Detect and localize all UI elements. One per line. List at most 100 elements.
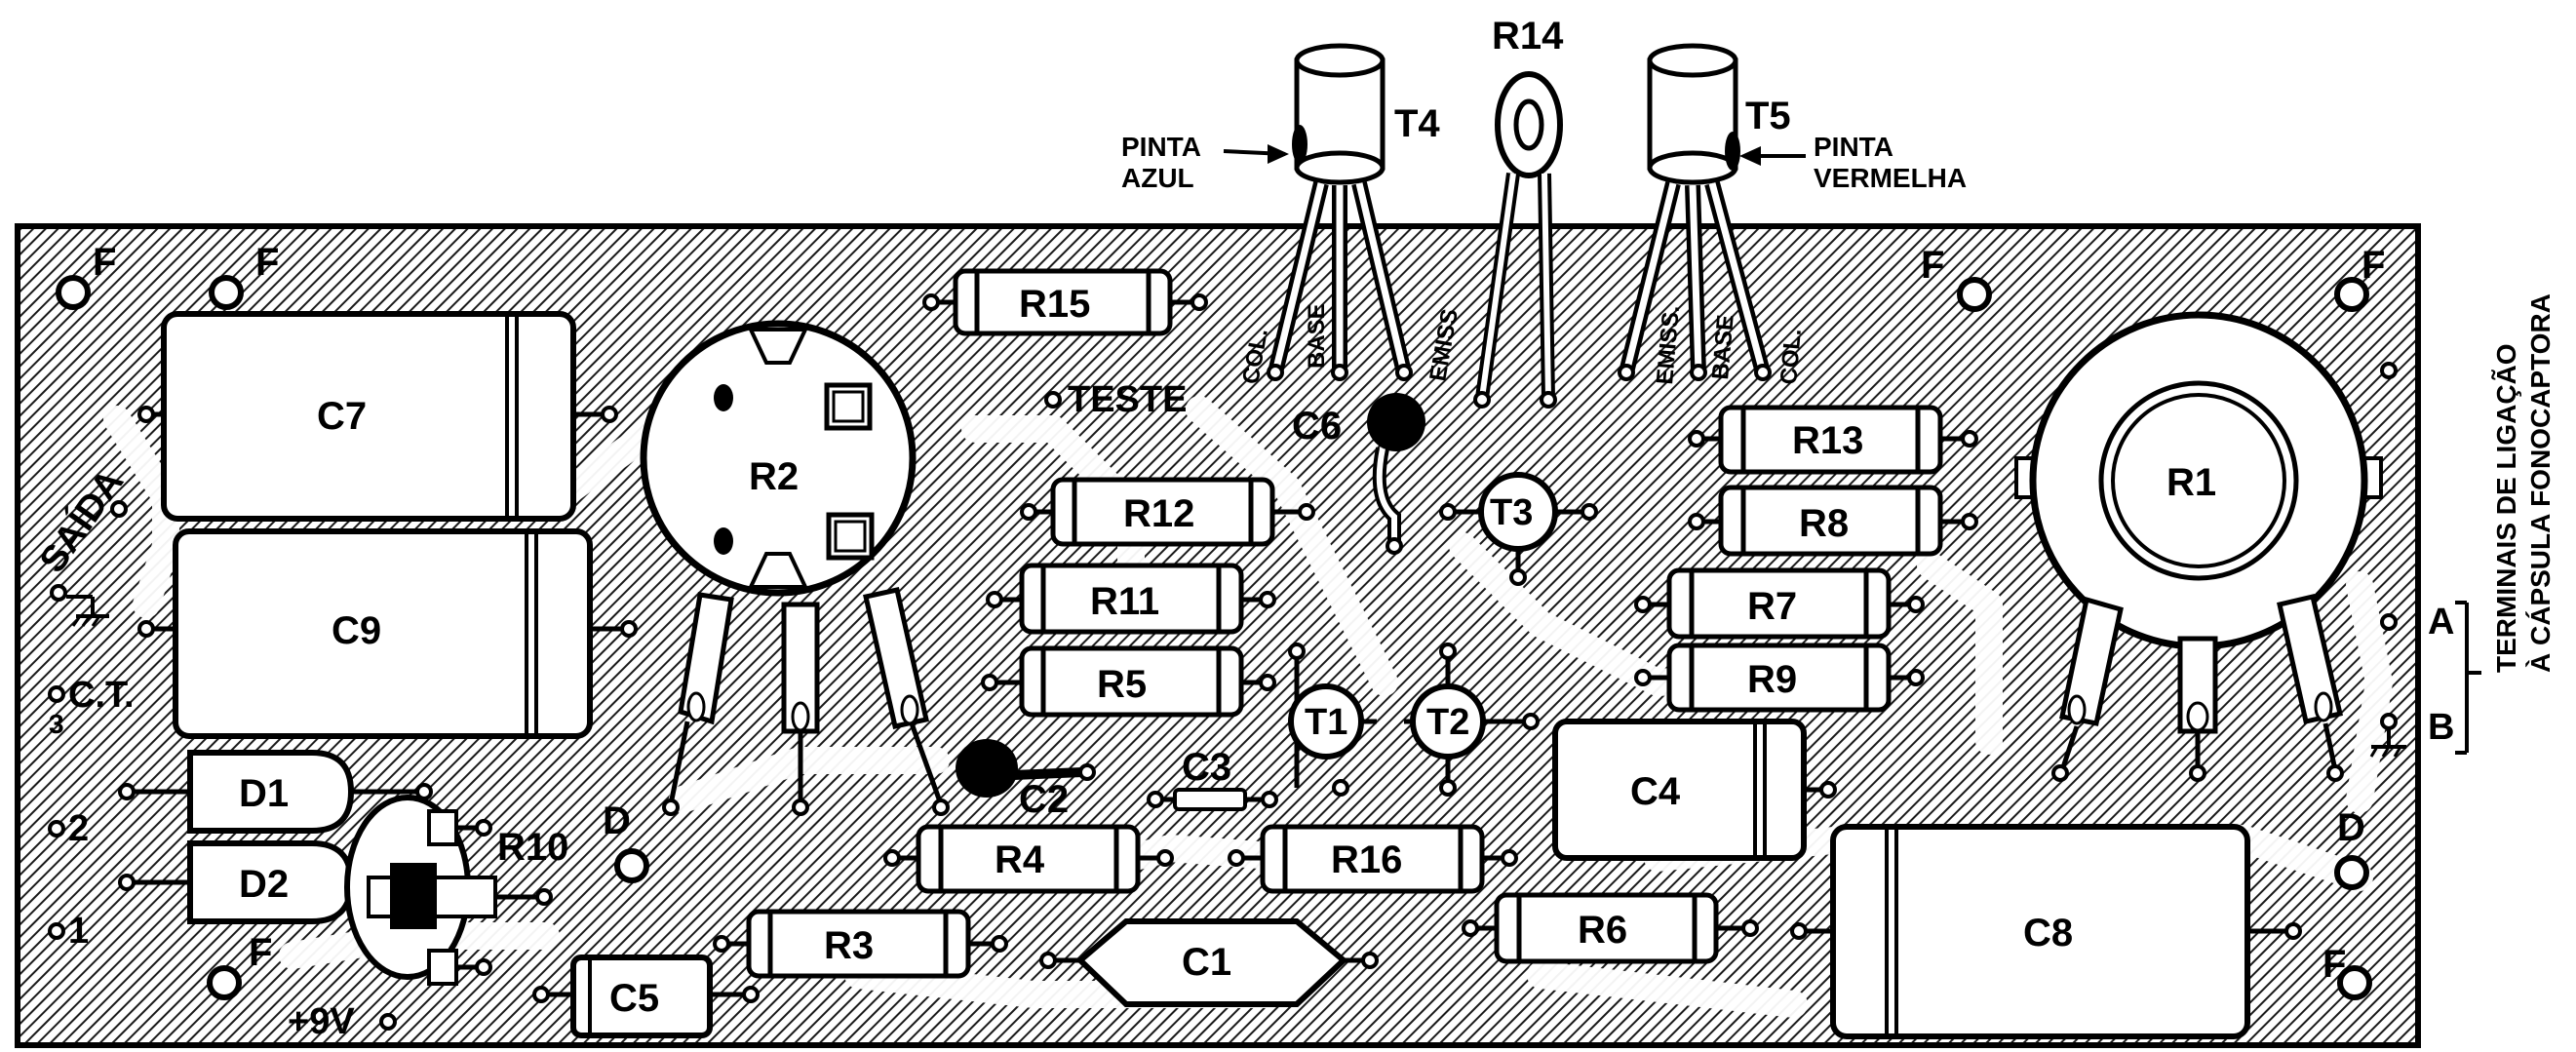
n1-label: 1: [68, 911, 89, 952]
teste-label: TESTE: [1068, 379, 1187, 420]
capacitor-c2: [956, 739, 1096, 798]
capacitor-c5: [532, 955, 760, 1038]
terminal-a: [2380, 613, 2398, 631]
f-label-1: F: [93, 241, 116, 284]
resistor-r8: [1688, 485, 1978, 557]
r13-label: R13: [1792, 419, 1863, 462]
r9-label: R9: [1747, 658, 1797, 701]
ground-icon-right: [2369, 729, 2406, 758]
resistor-r16: [1228, 824, 1518, 894]
r16-label: R16: [1331, 838, 1402, 881]
f-label-4: F: [2361, 244, 2385, 287]
resistor-r15: [922, 268, 1208, 336]
r12-label: R12: [1123, 492, 1194, 535]
a-label: A: [2428, 602, 2454, 643]
capacitor-c6: [1367, 393, 1425, 555]
pinta-azul-label-2: AZUL: [1121, 163, 1194, 193]
c4-label: C4: [1630, 770, 1681, 813]
d1-label: D1: [239, 772, 289, 815]
t5-label: T5: [1745, 95, 1791, 137]
n3-label: 3: [49, 709, 64, 739]
side-label-line1: TERMINAIS DE LIGAÇÃO: [2491, 343, 2521, 673]
c5-label: C5: [609, 977, 659, 1020]
capacitor-c9: [137, 528, 638, 739]
capacitor-c4: [1552, 719, 1837, 861]
r15-label: R15: [1019, 283, 1090, 326]
t4-label: T4: [1394, 102, 1440, 145]
ct-terminal: [48, 685, 65, 703]
resistor-r12: [1020, 477, 1315, 547]
resistor-r13: [1688, 405, 1978, 475]
ground-icon: [66, 595, 109, 627]
capacitor-c7: [137, 311, 618, 522]
b-label: B: [2428, 707, 2454, 748]
thermistor-r14: [1473, 71, 1563, 409]
r11-label: R11: [1090, 580, 1159, 623]
r4-label: R4: [995, 838, 1045, 881]
transistor-t1: [1288, 643, 1377, 797]
plus9v-terminal: [379, 1013, 397, 1031]
capacitor-c3: [1147, 788, 1278, 811]
c3-label: C3: [1182, 746, 1231, 789]
pinta-azul-arrow: [1223, 144, 1289, 164]
r7-label: R7: [1747, 585, 1797, 628]
f-label-6: F: [2322, 943, 2346, 986]
resistor-r11: [986, 563, 1276, 635]
teste-point: [1044, 391, 1062, 409]
c1-label: C1: [1182, 941, 1231, 984]
f-label-3: F: [1921, 244, 1944, 287]
side-label-line2: À CÁPSULA FONOCAPTORA: [2525, 293, 2556, 673]
pinta-azul-label-1: PINTA: [1121, 132, 1201, 162]
transistor-t4: [1267, 43, 1413, 381]
r14-label: R14: [1492, 15, 1564, 58]
resistor-r9: [1634, 643, 1925, 713]
bracket: [2455, 601, 2481, 755]
capacitor-c8: [1790, 824, 2302, 1039]
r6-label: R6: [1578, 909, 1627, 952]
potentiometer-r1: [2014, 311, 2383, 782]
r3-label: R3: [824, 924, 874, 967]
r1-label: R1: [2166, 461, 2216, 504]
n2-label: 2: [68, 808, 89, 849]
resistor-r7: [1634, 567, 1925, 640]
f-label-5: F: [249, 931, 272, 974]
c2-label: C2: [1019, 778, 1069, 821]
pinta-vermelha-label-1: PINTA: [1814, 132, 1893, 162]
t1-label: T1: [1305, 702, 1347, 743]
pinta-vermelha-label-2: VERMELHA: [1814, 163, 1967, 193]
resistor-r3: [713, 909, 1008, 979]
d-label-2: D: [2337, 806, 2365, 849]
c7-label: C7: [317, 395, 367, 438]
plus9v-label: +9V: [288, 1001, 355, 1042]
c9-label: C9: [332, 609, 381, 652]
transistor-t2: [1404, 643, 1540, 797]
d-label-1: D: [603, 799, 631, 842]
d2-label: D2: [239, 863, 289, 906]
t3-label: T3: [1490, 492, 1533, 533]
resistor-r5: [981, 645, 1276, 718]
r10-label: R10: [497, 826, 568, 869]
r8-label: R8: [1799, 502, 1849, 545]
ct-label: C.T.: [68, 675, 135, 716]
t5-col-label: COL.: [1776, 328, 1807, 385]
f-label-2: F: [255, 241, 279, 284]
c6-label: C6: [1292, 405, 1342, 448]
mounting-holes: [56, 275, 2372, 1000]
transistor-t5: [1618, 43, 1772, 381]
terminal-1: [48, 922, 65, 940]
transistor-t3: [1439, 472, 1598, 586]
capacitor-c1: [1039, 918, 1379, 1007]
t5-base-label: BASE: [1707, 314, 1739, 381]
ground-terminal-left: [50, 584, 67, 602]
r5-label: R5: [1097, 663, 1147, 706]
c8-label: C8: [2023, 912, 2073, 955]
pinta-vermelha-arrow: [1739, 146, 1806, 166]
t2-label: T2: [1426, 702, 1469, 743]
resistor-r6: [1462, 892, 1759, 964]
potentiometer-r2: [640, 320, 950, 816]
t4-base-label: BASE: [1304, 303, 1330, 369]
terminal-b: [2380, 713, 2398, 730]
resistor-r4: [883, 824, 1174, 894]
trimmer-r10: [344, 795, 553, 986]
